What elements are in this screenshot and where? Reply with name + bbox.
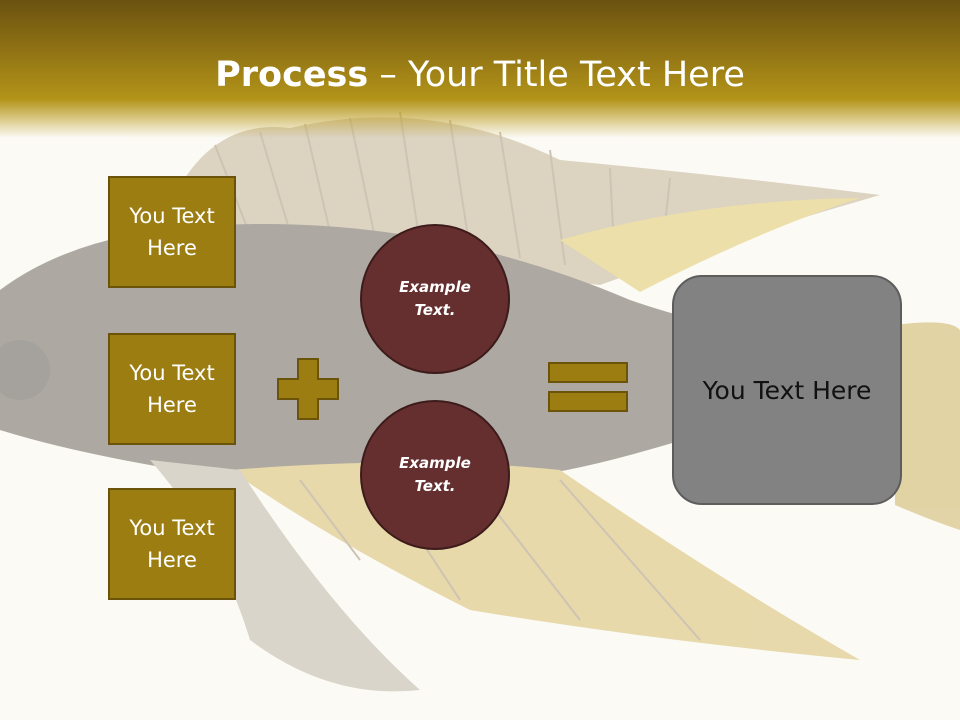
title-bar <box>0 0 960 138</box>
dorsal-fin <box>170 117 880 285</box>
result-box[interactable]: You Text Here <box>672 275 902 505</box>
example-circle-2[interactable]: Example Text. <box>360 400 510 550</box>
tail-fin <box>895 322 960 530</box>
fish-eye <box>0 340 50 400</box>
dorsal-fin-yellow <box>560 198 860 292</box>
text-box-1[interactable]: You Text Here <box>108 176 236 288</box>
title-bold: Process <box>215 55 369 95</box>
title-rest: – Your Title Text Here <box>368 55 745 95</box>
text-box-2[interactable]: You Text Here <box>108 333 236 445</box>
text-box-3[interactable]: You Text Here <box>108 488 236 600</box>
example-circle-1[interactable]: Example Text. <box>360 224 510 374</box>
slide-title: Process – Your Title Text Here <box>0 52 960 98</box>
plus-icon <box>277 358 339 420</box>
equals-icon <box>548 362 628 412</box>
